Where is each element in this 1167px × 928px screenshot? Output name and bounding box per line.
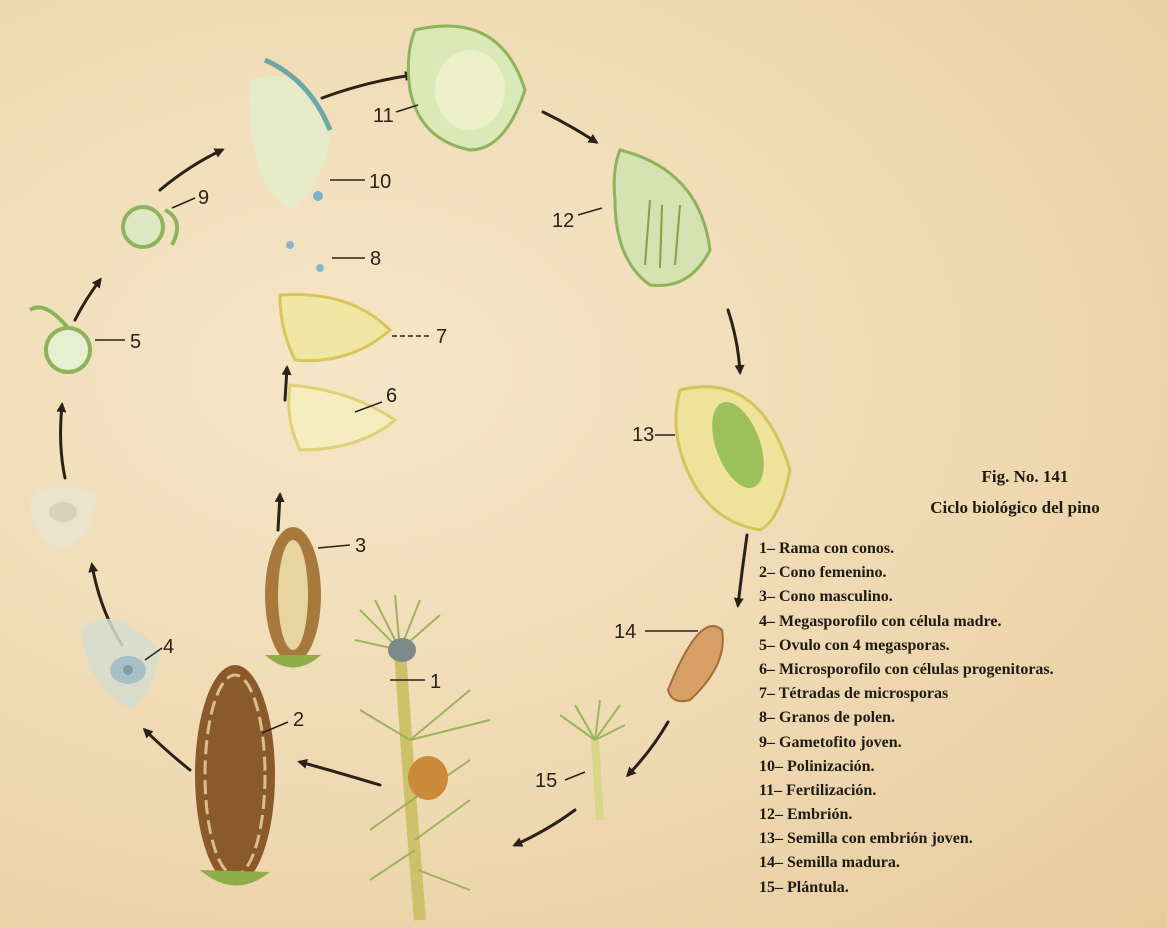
embryo-drawing [614,150,710,286]
fertilization-drawing [408,26,525,150]
legend-item: 5– Ovulo con 4 megasporas. [759,634,1054,658]
legend-item: 12– Embrión. [759,803,1054,827]
legend-item: 6– Microsporofilo con células progenitor… [759,658,1054,682]
figure-subtitle: Ciclo biológico del pino [880,498,1150,518]
legend-item-text: Granos de polen. [779,709,895,726]
legend-item-text: Embrión. [787,806,852,823]
female-cone-drawing [195,665,275,886]
legend-item: 10– Polinización. [759,755,1054,779]
seedling-drawing [560,700,625,820]
legend-item-number: 13– [759,827,783,851]
legend-item-text: Fertilización. [786,782,876,799]
stage-number-9: 9 [198,187,209,209]
ovule-drawing [30,307,90,372]
legend-item-text: Semilla madura. [787,854,900,871]
arrow-15-to-1 [515,810,575,845]
legend-item-number: 7– [759,682,775,706]
microsporophyll-drawing [289,385,395,450]
legend-item: 15– Plántula. [759,876,1054,900]
legend-list: 1– Rama con conos.2– Cono femenino.3– Co… [759,537,1054,900]
microspore-tetrads-drawing [280,294,390,360]
stage-number-6: 6 [386,385,397,407]
legend-item-number: 3– [759,585,775,609]
legend-item-text: Cono masculino. [779,588,893,605]
legend-item: 13– Semilla con embrión joven. [759,827,1054,851]
male-cone-drawing [265,527,321,668]
stage-number-13: 13 [632,424,654,446]
legend-item-number: 15– [759,876,783,900]
legend-item: 1– Rama con conos. [759,537,1054,561]
legend-item-text: Megasporofilo con célula madre. [779,613,1002,630]
legend-item: 3– Cono masculino. [759,585,1054,609]
arrow-3-up-to-6 [278,495,280,530]
ovule-sketch-drawing [30,486,95,550]
arrow-13-to-14 [738,535,747,605]
arrow-7-up-to-8 [285,368,287,400]
pollen-grains-drawing [286,241,324,272]
arrow-12-to-13 [728,310,740,372]
legend-item-text: Semilla con embrión joven. [787,830,973,847]
legend-item-number: 2– [759,561,775,585]
stage-number-3: 3 [355,535,366,557]
legend-item-number: 1– [759,537,775,561]
arrow-10-to-11 [322,75,412,98]
stage-number-14: 14 [614,621,636,643]
legend-item: 9– Gametofito joven. [759,731,1054,755]
legend-item-number: 10– [759,755,783,779]
legend-item: 7– Tétradas de microsporas [759,682,1054,706]
legend-item-text: Plántula. [787,879,849,896]
legend-item-number: 6– [759,658,775,682]
legend-item: 11– Fertilización. [759,779,1054,803]
pollination-drawing [250,60,331,210]
megasporophyll-drawing [80,619,160,710]
stage-number-4: 4 [163,636,174,658]
seed-young-embryo-drawing [676,387,790,530]
legend-item-text: Gametofito joven. [779,734,902,751]
stage-number-2: 2 [293,709,304,731]
arrow-2-to-4 [145,730,190,770]
stage-number-11: 11 [373,105,394,127]
stage-number-15: 15 [535,770,557,792]
stage-labels: 1 2 3 4 5 6 7 8 9 10 11 12 13 14 15 [95,105,698,792]
legend-item-number: 14– [759,851,783,875]
young-gametophyte-drawing [123,207,177,247]
stage-number-7: 7 [436,326,447,348]
legend-item-text: Tétradas de microsporas [779,685,948,702]
legend-item-text: Rama con conos. [779,540,894,557]
stage-number-12: 12 [552,210,574,232]
branch-with-cones-drawing [355,595,490,920]
legend-item-number: 9– [759,731,775,755]
arrow-14-to-15 [628,722,668,775]
arrow-1-to-2 [300,762,380,785]
arrow-9-to-10 [160,150,222,190]
legend-item-text: Ovulo con 4 megasporas. [779,637,950,654]
legend-item: 8– Granos de polen. [759,706,1054,730]
legend-item-text: Cono femenino. [779,564,887,581]
legend-item: 14– Semilla madura. [759,851,1054,875]
stage-number-1: 1 [430,671,441,693]
figure-caption: Fig. No. 141 Ciclo biológico del pino [860,467,1150,518]
stage-number-10: 10 [369,171,391,193]
stage-number-8: 8 [370,248,381,270]
stage-number-5: 5 [130,331,141,353]
arrow-5-to-9 [75,280,100,320]
arrow-up-to-5 [61,405,65,478]
legend-item-number: 8– [759,706,775,730]
legend-item-number: 5– [759,634,775,658]
arrow-11-to-12 [543,112,596,142]
legend-item: 2– Cono femenino. [759,561,1054,585]
legend-item-number: 11– [759,779,782,803]
legend-item-text: Polinización. [787,758,875,775]
legend-item-number: 4– [759,610,775,634]
figure-title: Fig. No. 141 [900,467,1150,487]
legend-item: 4– Megasporofilo con célula madre. [759,610,1054,634]
mature-seed-drawing [668,626,723,701]
legend-item-text: Microsporofilo con células progenitoras. [779,661,1054,678]
legend-item-number: 12– [759,803,783,827]
